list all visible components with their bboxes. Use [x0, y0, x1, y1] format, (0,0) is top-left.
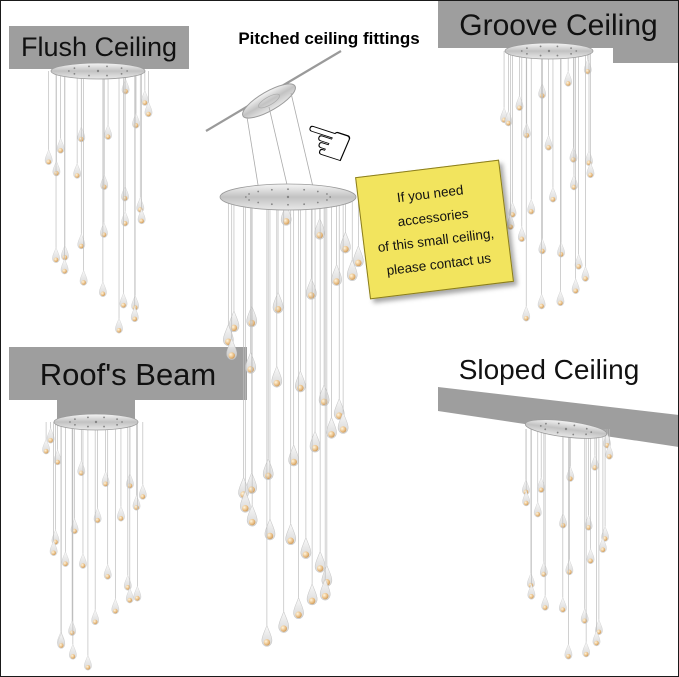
- accessories-note: If you need accessories of this small ce…: [355, 159, 514, 299]
- sloped-chandelier: [522, 419, 614, 660]
- sloped-ceiling-label: Sloped Ceiling: [458, 354, 640, 385]
- pitched-fitting-graphic: [205, 50, 364, 647]
- beam-chandelier: [42, 413, 147, 671]
- pitched-ceiling-title: Pitched ceiling fittings: [238, 29, 420, 48]
- roofs-beam-label: Roof's Beam: [39, 357, 217, 392]
- flush-ceiling-label: Flush Ceiling: [20, 32, 178, 62]
- groove-ceiling-label: Groove Ceiling: [459, 9, 658, 42]
- groove-chandelier: [500, 42, 595, 322]
- pitched-chandelier: [219, 183, 364, 647]
- flush-chandelier: [44, 62, 153, 334]
- ceiling-shapes: [9, 1, 678, 447]
